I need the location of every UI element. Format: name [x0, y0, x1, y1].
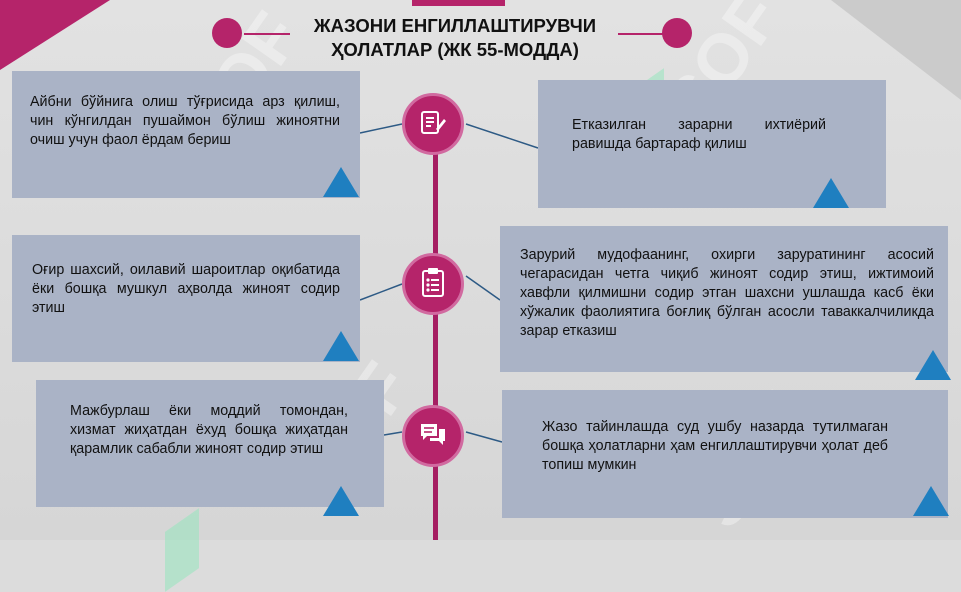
- mitigating-item-4: Зарурий мудофаанинг, охирги заруратининг…: [500, 226, 948, 372]
- hub-3: [402, 405, 464, 467]
- corner-decoration-left: [0, 0, 110, 70]
- item-text: Жазо тайинлашда суд ушбу назарда тутилма…: [542, 419, 888, 473]
- title-line-1: ЖАЗОНИ ЕНГИЛЛАШТИРУВЧИ: [313, 15, 597, 36]
- title-dot-left: [212, 18, 242, 48]
- document-edit-icon: [418, 107, 448, 142]
- title-line-2: ҲОЛАТЛАР (ЖК 55-МОДДА): [331, 39, 579, 60]
- triangle-marker: [323, 331, 359, 361]
- title-line-right: [618, 33, 666, 35]
- connector-lines: [359, 123, 539, 443]
- triangle-marker: [813, 178, 849, 208]
- item-text: Айбни бўйнига олиш тўғрисида арз қилиш, …: [30, 94, 340, 148]
- item-text: Оғир шахсий, оилавий шароитлар оқибатида…: [32, 262, 340, 316]
- hub-2: [402, 253, 464, 315]
- page-title: ЖАЗОНИ ЕНГИЛЛАШТИРУВЧИ ҲОЛАТЛАР (ЖК 55-М…: [285, 14, 625, 62]
- chat-bubbles-icon: [418, 419, 448, 454]
- title-dot-right: [662, 18, 692, 48]
- mitigating-item-6: Жазо тайинлашда суд ушбу назарда тутилма…: [502, 390, 948, 518]
- mitigating-item-5: Мажбурлаш ёки моддий томондан, хизмат жи…: [36, 380, 384, 507]
- triangle-marker: [323, 167, 359, 197]
- clipboard-list-icon: [418, 266, 448, 303]
- triangle-marker: [913, 486, 949, 516]
- item-text: Зарурий мудофаанинг, охирги заруратининг…: [520, 247, 934, 339]
- triangle-marker: [323, 486, 359, 516]
- triangle-marker: [915, 350, 951, 380]
- item-text: Мажбурлаш ёки моддий томондан, хизмат жи…: [70, 403, 348, 457]
- mitigating-item-3: Оғир шахсий, оилавий шароитлар оқибатида…: [12, 235, 360, 362]
- timeline-spine: [433, 150, 438, 540]
- mitigating-item-1: Айбни бўйнига олиш тўғрисида арз қилиш, …: [12, 71, 360, 198]
- title-line-left: [244, 33, 290, 35]
- item-text: Етказилган зарарни ихтиёрий равишда барт…: [572, 117, 826, 152]
- top-accent-bar: [412, 0, 505, 6]
- hub-1: [402, 93, 464, 155]
